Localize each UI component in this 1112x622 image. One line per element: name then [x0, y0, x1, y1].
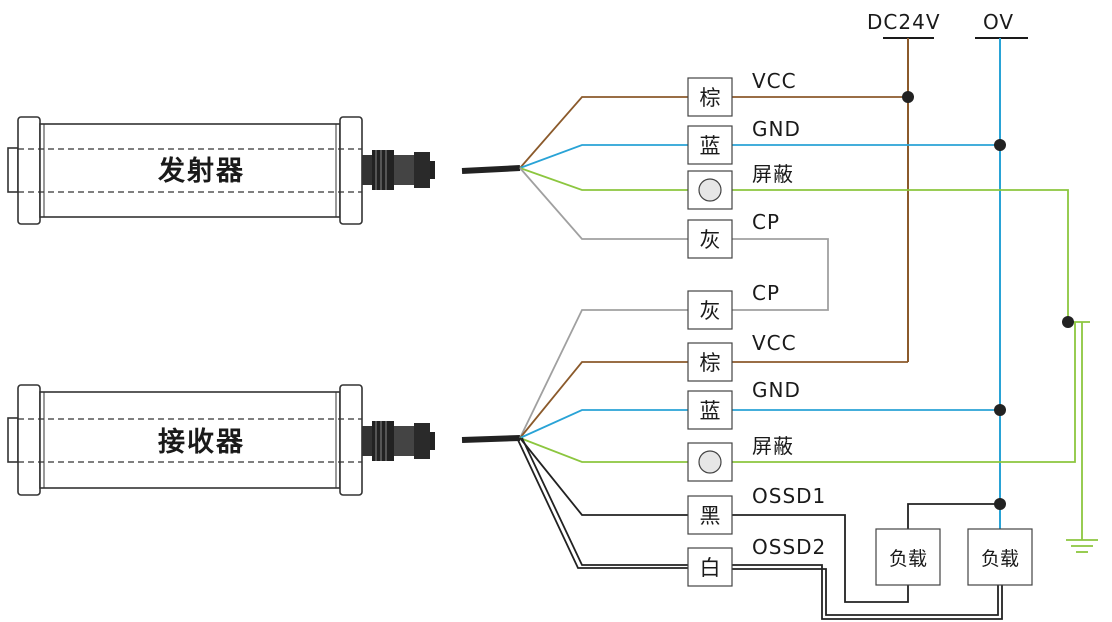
emitter-box-blue: 蓝: [700, 134, 721, 158]
receiver-wire-black: [519, 437, 688, 516]
receiver-terminal-boxes: 灰 CP 棕 VCC 蓝 GND 屏蔽 黑 OSSD1 白 OSSD2: [687, 281, 826, 587]
earth-ground-icon: [1066, 539, 1098, 553]
receiver-signal-ossd1: OSSD1: [752, 484, 826, 508]
receiver-box-white: 白: [700, 556, 721, 580]
receiver-wire-brown: [519, 361, 688, 439]
receiver-signal-gnd: GND: [752, 378, 801, 402]
receiver-box-brown: 棕: [700, 351, 721, 375]
receiver-cable: [461, 435, 521, 443]
supply-negative-label: OV: [983, 10, 1014, 34]
receiver-signal-vcc: VCC: [752, 331, 797, 355]
emitter-wire-brown: [519, 96, 688, 169]
junction-dot: [994, 139, 1006, 151]
receiver-box-blue: 蓝: [700, 399, 721, 423]
receiver-signal-cp: CP: [752, 281, 780, 305]
emitter-wires: [519, 96, 1069, 322]
load-label-2: 负载: [981, 548, 1019, 570]
load-box-2: [967, 528, 1033, 586]
supply-positive-label: DC24V: [867, 10, 941, 34]
junction-dot: [994, 404, 1006, 416]
emitter-signal-gnd: GND: [752, 117, 801, 141]
emitter-signal-cp: CP: [752, 210, 780, 234]
junction-dot: [902, 91, 914, 103]
shield-terminal-icon: [698, 450, 722, 474]
emitter-cable: [461, 165, 521, 174]
emitter-connector: [362, 150, 435, 190]
loads: 负载 负载: [875, 528, 1033, 586]
load-label-1: 负载: [889, 548, 927, 570]
emitter-body: 发射器: [7, 116, 521, 225]
load-box-1: [875, 528, 941, 586]
receiver-wire-green: [519, 437, 688, 463]
emitter-box-gray: 灰: [700, 228, 721, 252]
receiver-signal-shield: 屏蔽: [752, 434, 794, 458]
emitter-terminal-boxes: 棕 VCC 蓝 GND 屏蔽 灰 CP: [687, 69, 801, 259]
supply-rails: DC24V OV: [867, 10, 1028, 530]
receiver-box-gray: 灰: [700, 299, 721, 323]
receiver-wires: [517, 309, 1090, 620]
emitter-label: 发射器: [157, 155, 245, 187]
ossd2-line-b: [732, 568, 999, 616]
emitter-signal-shield: 屏蔽: [752, 162, 794, 186]
load1-top-line: [907, 503, 1000, 529]
junction-dot: [1062, 316, 1074, 328]
emitter-box-brown: 棕: [700, 86, 721, 110]
receiver-wire-white-b: [521, 437, 688, 566]
receiver-body: 接收器: [7, 384, 521, 496]
receiver-shield-line: [732, 322, 1076, 463]
junction-dot: [994, 498, 1006, 510]
receiver-wire-blue: [519, 409, 688, 439]
receiver-box-black: 黑: [700, 504, 721, 528]
receiver-signal-ossd2: OSSD2: [752, 535, 826, 559]
receiver-label: 接收器: [158, 427, 245, 458]
shield-terminal-icon: [698, 178, 722, 202]
ossd1-line: [732, 514, 909, 603]
ossd2-line-a: [732, 564, 1003, 620]
receiver-wire-white-a: [517, 439, 688, 569]
emitter-signal-vcc: VCC: [752, 69, 797, 93]
junction-dots: [902, 91, 1074, 510]
emitter-wire-blue: [519, 144, 688, 169]
receiver-wire-gray: [519, 309, 688, 439]
receiver-connector: [362, 421, 435, 461]
emitter-wire-green: [519, 167, 688, 191]
cp-link-line: [732, 238, 829, 311]
emitter-wire-gray: [519, 167, 688, 240]
emitter-shield-line: [732, 189, 1069, 322]
